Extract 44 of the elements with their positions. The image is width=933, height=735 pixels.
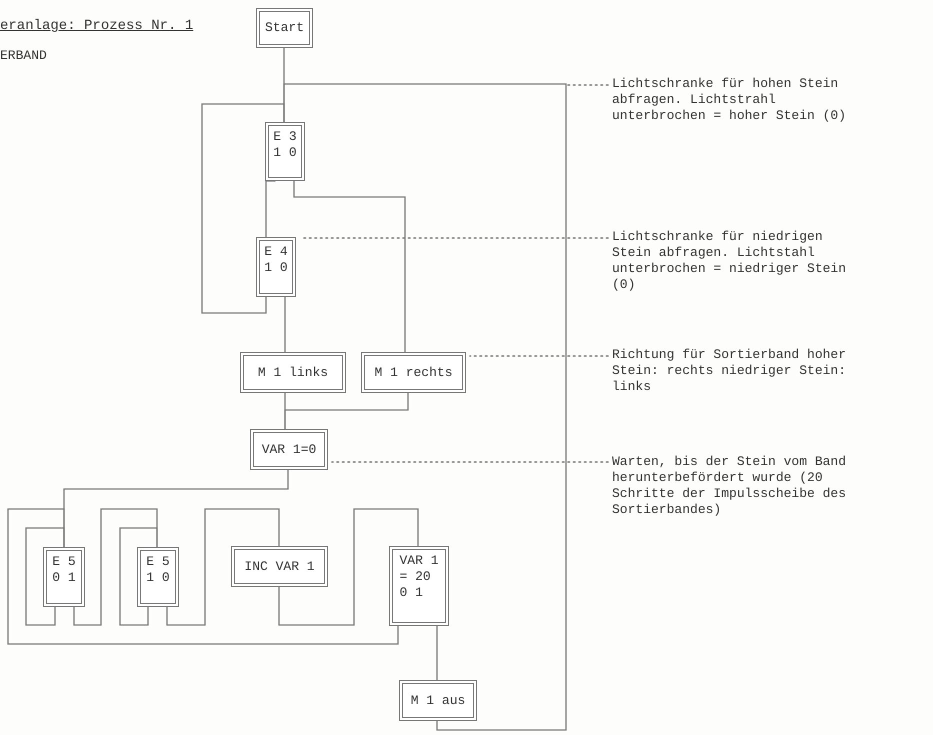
step-text: M 1 links [258,364,328,380]
annotation-text: Warten, bis der Stein vom Band herunterbefördert wurde (20 Schritte der Impulsscheibe des Sortierbandes) [612,454,848,518]
step-text: VAR 1 = 20 0 1 [400,553,438,601]
step-text: E 5 0 1 [52,554,76,586]
step-text: E 5 1 0 [146,554,170,586]
step-text: VAR 1=0 [262,442,316,458]
annotation-text: Lichtschranke für niedrigen Stein abfragen. Lichtstahl unterbrochen = niedriger Stein (0) [612,229,848,293]
connector-line [284,392,409,430]
step-box [240,352,346,393]
step-box [361,352,466,393]
step-box [231,546,328,587]
step-text: E 3 1 0 [273,129,297,161]
connector-line [201,103,285,314]
step-box [43,547,85,607]
step-text: INC VAR 1 [244,558,315,574]
step-box [256,237,296,297]
connector-line [293,180,406,353]
connector-line [166,508,280,626]
leader-line [469,355,609,357]
connector-line [265,180,276,238]
step-text: M 1 rechts [374,364,452,380]
connector-line [284,296,286,353]
step-text: Start [264,20,304,36]
connector-line [25,527,65,626]
connector-line [283,83,567,731]
step-text: M 1 aus [410,692,466,708]
annotation-text: Lichtschranke für hohen Stein abfragen. Lichtstrahl unterbrochen = hoher Stein (0) [612,76,848,124]
connector-line [119,527,158,626]
annotation-text: Richtung für Sortierband hoher Stein: rechts niedriger Stein: links [612,347,848,395]
step-text: E 4 1 0 [264,244,288,276]
connector-line [73,508,158,626]
step-box [399,680,477,721]
title: eranlage: Prozess Nr. 1 [0,18,194,34]
step-box [137,547,179,607]
connector-line [278,508,419,626]
leader-line [331,461,609,463]
subtitle: ERBAND [0,48,47,63]
step-box [250,429,328,470]
connector-line [7,508,399,645]
connector-line [436,625,438,681]
leader-line [566,84,609,86]
step-box [265,122,305,181]
step-box [256,8,313,48]
step-box [389,546,449,626]
